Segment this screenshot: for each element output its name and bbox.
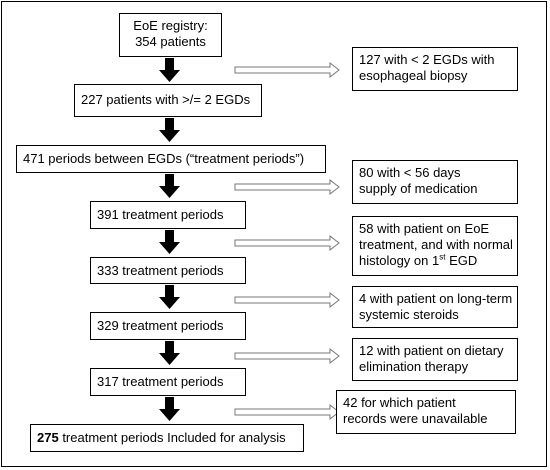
exclusion-80-line-1: 80 with < 56 days: [359, 165, 461, 180]
down-arrow-2: [159, 118, 180, 142]
right-arrow-2: [234, 178, 340, 196]
registry-line-2: 354 patients: [135, 34, 206, 49]
down-arrow-6: [159, 341, 180, 365]
exclusion-58-line-1: 58 with patient on EoE: [359, 221, 490, 236]
box-275-included: 275 treatment periods Included for analy…: [30, 424, 304, 452]
box-329-periods: 329 treatment periods: [90, 312, 246, 340]
down-arrow-3: [159, 174, 180, 198]
exclusion-58-line-3: histology on 1st EGD: [359, 253, 511, 269]
exclusion-12-line-1: 12 with patient on dietary: [359, 343, 504, 358]
exclusion-42-line-1: 42 for which patient: [343, 395, 456, 410]
exclusion-58-line-3-post: EGD: [445, 253, 478, 268]
box-471-text: 471 periods between EGDs (“treatment per…: [23, 151, 305, 166]
box-391-periods: 391 treatment periods: [90, 201, 246, 229]
down-arrow-7: [159, 397, 180, 421]
down-arrow-4: [159, 230, 180, 254]
exclusion-80-line-2: supply of medication: [359, 181, 478, 196]
box-333-text: 333 treatment periods: [97, 263, 224, 278]
box-471-periods: 471 periods between EGDs (“treatment per…: [16, 145, 326, 173]
right-arrow-4: [234, 291, 340, 309]
exclusion-4-line-1: 4 with patient on long-term: [359, 291, 513, 306]
box-227-patients: 227 patients with >/= 2 EGDs: [74, 84, 262, 117]
exclusion-58: 58 with patient on EoE treatment, and wi…: [352, 216, 518, 276]
box-317-periods: 317 treatment periods: [90, 368, 246, 396]
exclusion-58-line-2: treatment, and with normal: [359, 237, 513, 252]
box-227-text: 227 patients with >/= 2 EGDs: [81, 92, 251, 107]
box-317-text: 317 treatment periods: [97, 374, 224, 389]
exclusion-127-line-2: esophageal biopsy: [359, 68, 468, 83]
down-arrow-1: [159, 58, 180, 82]
right-arrow-1: [234, 61, 340, 79]
registry-line-1: EoE registry:: [133, 18, 208, 33]
exclusion-58-line-3-sup: st: [439, 252, 446, 262]
box-registry: EoE registry: 354 patients: [119, 13, 222, 57]
right-arrow-6: [234, 403, 340, 421]
exclusion-12: 12 with patient on dietary elimination t…: [352, 338, 518, 381]
box-329-text: 329 treatment periods: [97, 318, 224, 333]
exclusion-42-line-2: records were unavailable: [343, 411, 488, 426]
exclusion-12-line-2: elimination therapy: [359, 359, 469, 374]
exclusion-4: 4 with patient on long-term systemic ste…: [352, 286, 518, 328]
exclusion-58-line-3-pre: histology on 1: [359, 253, 440, 268]
exclusion-4-line-2: systemic steroids: [359, 307, 459, 322]
right-arrow-5: [234, 347, 340, 365]
exclusion-127: 127 with < 2 EGDs with esophageal biopsy: [352, 47, 518, 91]
exclusion-80: 80 with < 56 days supply of medication: [352, 160, 518, 204]
box-333-periods: 333 treatment periods: [90, 257, 246, 284]
down-arrow-5: [159, 285, 180, 309]
box-275-text: treatment periods Included for analysis: [58, 430, 286, 445]
exclusion-127-line-1: 127 with < 2 EGDs with: [359, 52, 495, 67]
box-391-text: 391 treatment periods: [97, 207, 224, 222]
right-arrow-3: [234, 234, 340, 252]
box-275-count: 275: [37, 430, 59, 445]
exclusion-42: 42 for which patient records were unavai…: [336, 390, 516, 434]
